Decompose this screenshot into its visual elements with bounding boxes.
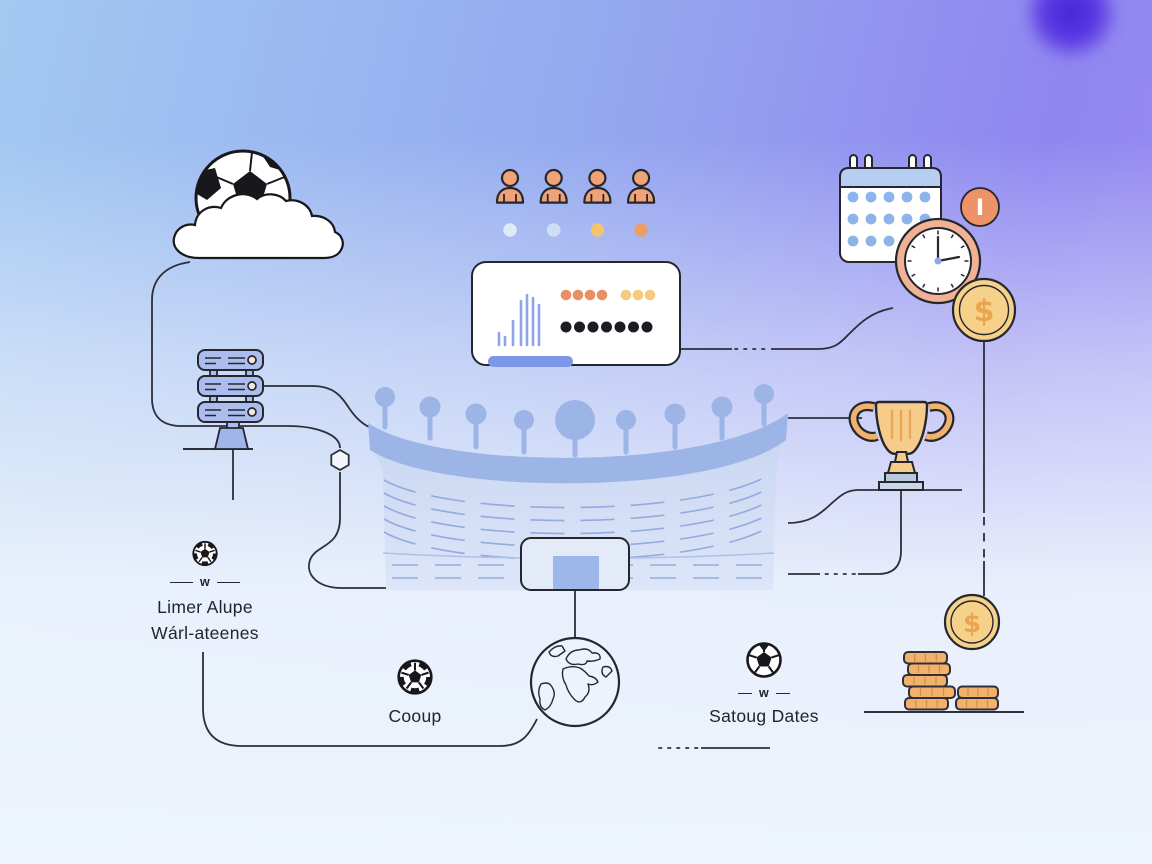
globe-icon <box>529 636 621 728</box>
aperture-ball-icon <box>746 642 782 678</box>
hexagon-node-icon <box>330 448 350 472</box>
analytics-card-icon <box>471 261 681 367</box>
clock-icon <box>894 217 982 305</box>
soccer-ball-icon-center <box>399 661 432 694</box>
dollar-coin-bottom-icon: $ <box>943 593 1001 651</box>
label-right-title: Satoug Dates <box>709 706 819 726</box>
coin-symbol: $ <box>974 294 995 329</box>
badge-text: I <box>976 196 984 221</box>
floodlights <box>382 401 767 458</box>
divider-line <box>169 581 193 583</box>
people-row-icon <box>495 168 656 204</box>
clock-ticks <box>907 230 969 292</box>
label-left-divider: w <box>105 574 305 590</box>
stadium-door <box>553 556 599 589</box>
coin-symbol: $ <box>963 609 981 639</box>
people-status-dots <box>503 223 648 237</box>
cloud-icon <box>172 193 344 260</box>
label-right-divider: w <box>674 685 854 701</box>
label-left-line2: Wárl-ateenes <box>151 623 259 643</box>
divider-letter: w <box>199 574 211 589</box>
soccer-ball-cloud-icon <box>172 149 344 260</box>
divider-letter: w <box>758 685 770 700</box>
label-center: Cooup <box>345 703 485 729</box>
server-stack-icon <box>197 349 264 450</box>
label-center-title: Cooup <box>388 706 442 726</box>
coin-stack-icon <box>902 651 999 711</box>
trophy-icon <box>848 400 955 491</box>
dollar-coin-top-icon: $ <box>951 277 1017 343</box>
label-right: w Satoug Dates <box>674 685 854 729</box>
alert-badge-icon: I <box>960 187 1000 227</box>
label-left: w Limer Alupe Wárl-ateenes <box>105 574 305 646</box>
soccer-ball-icon-left <box>191 539 219 568</box>
label-left-line1: Limer Alupe <box>157 597 253 617</box>
stadium-icon <box>368 384 788 591</box>
divider-line <box>737 692 752 694</box>
person-icon <box>626 168 656 204</box>
divider-line <box>776 692 791 694</box>
card-progress-pill <box>488 356 573 367</box>
person-icon <box>583 168 612 204</box>
person-icon <box>539 168 568 204</box>
card-dot-rows <box>560 289 656 333</box>
card-bar-chart <box>497 293 541 347</box>
person-icon <box>495 168 525 204</box>
divider-line <box>217 581 241 583</box>
